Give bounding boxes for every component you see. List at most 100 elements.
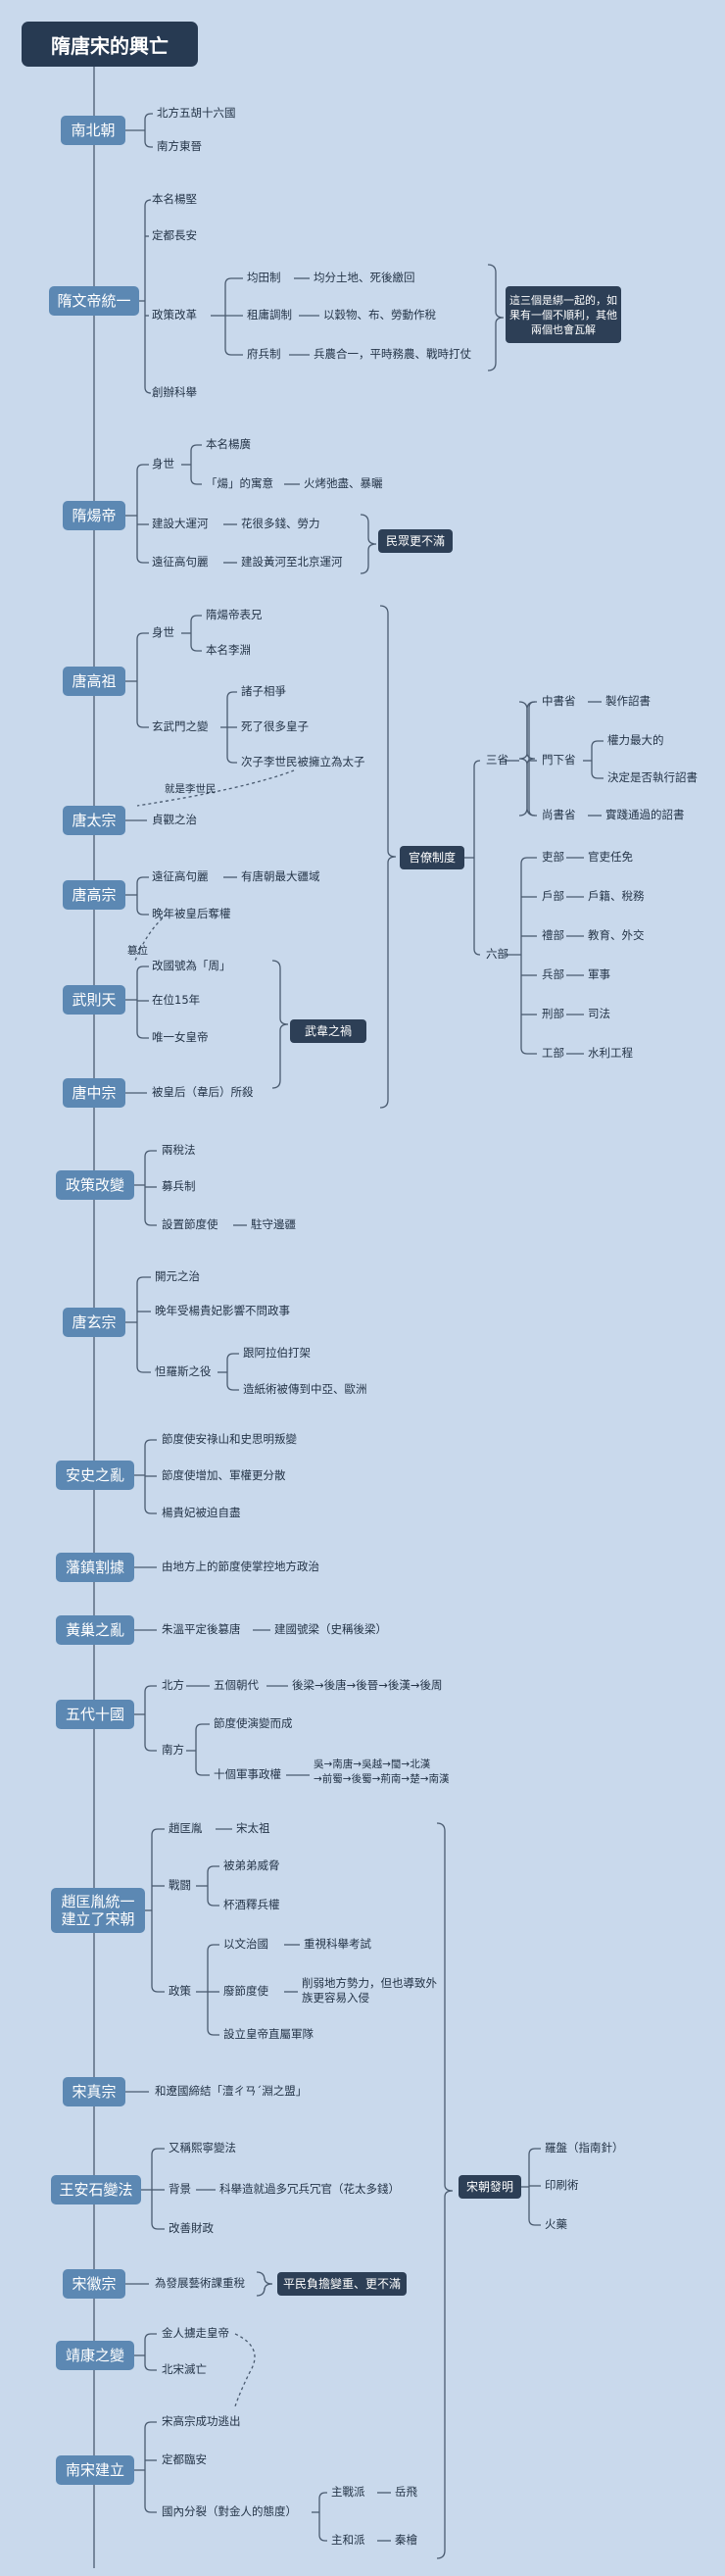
zhongshu: 中書省	[542, 694, 576, 708]
suiyang-name: 本名楊廣	[206, 437, 251, 451]
gaozong-1: 遠征高句麗	[152, 869, 209, 883]
node-gaozong[interactable]: 唐高宗	[63, 880, 125, 910]
hu: 戶部	[542, 889, 564, 903]
node-nanbei[interactable]: 南北朝	[61, 116, 125, 145]
zhao-policy-3: 設立皇帝直屬軍隊	[223, 2027, 314, 2041]
li-rites-desc: 教育、外交	[588, 928, 645, 942]
huangchao-item: 朱溫平定後篡唐	[162, 1622, 241, 1636]
branch-elbow	[136, 876, 149, 884]
invent-label: 宋朝發明	[459, 2175, 521, 2199]
zhenzong-item: 和遼國締結「澶ㄔㄢˊ淵之盟」	[155, 2084, 308, 2098]
liubu: 六部	[486, 947, 508, 961]
node-taizong[interactable]: 唐太宗	[63, 806, 125, 835]
fubing-desc: 兵農合一，平時務農、戰時打仗	[314, 347, 471, 361]
branch-elbow	[318, 2492, 327, 2500]
suiyang-canal-desc: 花很多錢、勞力	[241, 517, 320, 530]
policy-2: 募兵制	[162, 1179, 196, 1193]
node-nansong[interactable]: 南宋建立	[56, 2455, 134, 2485]
li-official-desc: 官吏任免	[588, 850, 633, 864]
node-huangchao[interactable]: 黃巢之亂	[56, 1615, 134, 1645]
zhao-policy: 政策	[169, 1984, 191, 1998]
li-rites: 禮部	[542, 928, 564, 942]
branch-elbow	[136, 1365, 151, 1373]
menxia-desc-1: 權力最大的	[607, 733, 664, 747]
branch-elbow	[144, 1218, 157, 1226]
nansong-2: 定都臨安	[162, 2452, 207, 2466]
nanbei-south: 南方東晉	[157, 139, 202, 153]
branch-elbow	[144, 1685, 157, 1693]
node-wuzetian[interactable]: 武則天	[63, 985, 125, 1015]
branch-elbow	[144, 2333, 157, 2341]
branch-elbow	[144, 1439, 157, 1447]
node-tanggao[interactable]: 唐高祖	[63, 667, 125, 696]
talas-2: 造紙術被傳到中亞、歐洲	[243, 1382, 367, 1396]
wanganshi-bg-desc: 科舉造就過多冗兵冗官（花太多錢）	[219, 2182, 400, 2196]
branch-elbow	[144, 140, 153, 148]
shangshu: 尚書省	[542, 808, 576, 821]
node-wudai[interactable]: 五代十國	[56, 1700, 134, 1729]
hu-desc: 戶籍、稅務	[588, 889, 645, 903]
branch-elbow	[190, 644, 202, 652]
zhao-coup: 戰闘	[169, 1878, 191, 1892]
node-fanzhen[interactable]: 藩鎮割據	[56, 1553, 134, 1582]
zhao-policy-2: 廢節度使	[223, 1984, 268, 1998]
sansheng: 三省	[486, 753, 508, 767]
node-jingkang[interactable]: 靖康之變	[56, 2341, 134, 2370]
branch-elbow	[144, 1507, 157, 1514]
gaozong-2: 晚年被皇后奪權	[152, 907, 231, 920]
branch-elbow	[190, 477, 202, 485]
node-wanganshi[interactable]: 王安石變法	[51, 2175, 141, 2204]
branch-elbow	[144, 2505, 157, 2513]
branch-elbow	[136, 720, 149, 728]
sansheng-brace-2	[518, 701, 536, 817]
zhao-coup-1: 被弟弟威脅	[223, 1858, 280, 1872]
bureau-split	[473, 760, 481, 956]
branch-elbow	[144, 199, 152, 207]
branch-elbow	[144, 1744, 157, 1752]
node-zhenzong[interactable]: 宋真宗	[63, 2077, 125, 2106]
node-xuanzong[interactable]: 唐玄宗	[63, 1308, 125, 1337]
branch-elbow	[226, 691, 237, 699]
branch-elbow	[144, 2363, 157, 2371]
huangchao-desc: 建國號梁（史稱後梁）	[274, 1622, 387, 1636]
node-zhongzong[interactable]: 唐中宗	[63, 1078, 125, 1108]
wudai-south: 南方	[162, 1743, 184, 1757]
li-official: 吏部	[542, 850, 564, 864]
branch-elbow	[151, 2148, 165, 2155]
invent-1: 羅盤（指南針）	[545, 2141, 624, 2155]
branch-elbow	[520, 1047, 537, 1055]
xing: 刑部	[542, 1007, 564, 1020]
jingkang-1: 金人擄走皇帝	[162, 2326, 229, 2340]
nansong-peace-desc: 秦檜	[395, 2533, 417, 2547]
suiyang-yang-desc: 火烤弛盡、暴曬	[304, 476, 383, 490]
wu-2: 在位15年	[152, 993, 201, 1007]
prince-note: 就是李世民	[165, 783, 217, 795]
branch-elbow	[136, 556, 149, 564]
nansong-war-desc: 岳飛	[395, 2485, 417, 2499]
node-zhao[interactable]: 趙匡胤統一建立了宋朝	[51, 1888, 145, 1933]
wudai-s1: 節度使演變而成	[214, 1716, 293, 1730]
node-zhao-label: 趙匡胤統一建立了宋朝	[61, 1893, 135, 1928]
node-suiwen[interactable]: 隋文帝統一	[49, 286, 139, 316]
node-huizong[interactable]: 宋徽宗	[63, 2269, 125, 2299]
branch-elbow	[226, 1383, 239, 1391]
bureau-label: 官僚制度	[400, 846, 464, 869]
xuanzong-1: 開元之治	[155, 1269, 200, 1283]
branch-elbow	[136, 966, 149, 973]
wu-1: 改國號為「周」	[152, 959, 231, 972]
node-suiyang[interactable]: 隋煬帝	[63, 501, 125, 530]
zhao-1: 趙匡胤	[169, 1821, 203, 1835]
nansong-war: 主戰派	[331, 2485, 365, 2499]
branch-elbow	[224, 348, 243, 356]
branch-elbow	[207, 1899, 219, 1907]
wanganshi-3: 改善財政	[169, 2221, 214, 2235]
zhao-coup-2: 杯酒釋兵權	[223, 1898, 280, 1911]
suiwen-keju: 創辦科舉	[152, 385, 197, 399]
branch-elbow	[591, 740, 604, 748]
invent-brace	[436, 1822, 454, 2559]
wudai-five-desc: 後梁→後唐→後晉→後漢→後周	[292, 1678, 443, 1692]
talas-1: 跟阿拉伯打架	[243, 1346, 311, 1360]
node-anshi[interactable]: 安史之亂	[56, 1461, 134, 1490]
node-policy-change[interactable]: 政策改變	[56, 1170, 134, 1200]
branch-elbow	[520, 857, 537, 865]
